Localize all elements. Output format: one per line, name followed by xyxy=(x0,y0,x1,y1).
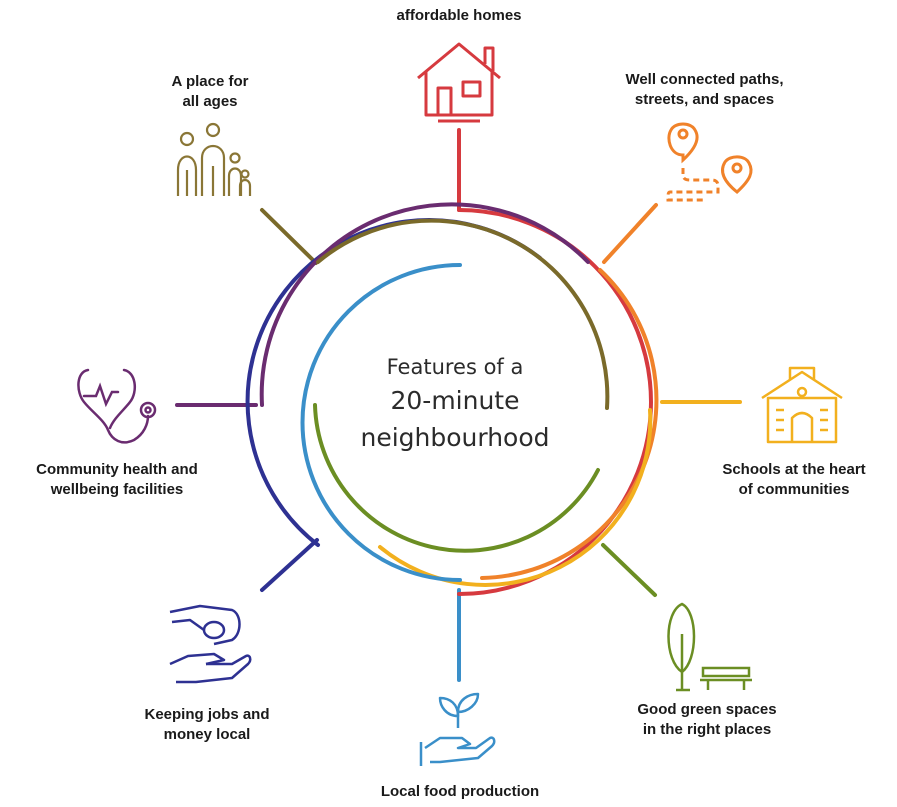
label-community-health: Community health and wellbeing facilitie… xyxy=(2,460,232,500)
label-affordable-homes-line1: affordable homes xyxy=(396,7,522,24)
house-icon xyxy=(417,42,501,123)
label-connected-paths-line2: streets, and spaces xyxy=(634,91,775,108)
family-icon xyxy=(176,122,252,196)
hands-money-icon xyxy=(169,604,252,684)
map-pin-route-icon xyxy=(666,122,753,202)
arc-olive xyxy=(316,218,610,410)
connector-lines xyxy=(175,128,742,682)
center-title-line3: neighbourhood xyxy=(360,423,550,452)
label-jobs-money-line1: Keeping jobs and xyxy=(144,706,270,723)
label-jobs-money-line2: money local xyxy=(163,726,251,743)
label-schools-line2: of communities xyxy=(738,481,850,498)
label-green-spaces: Good green spaces in the right places xyxy=(612,700,802,740)
school-building-icon xyxy=(761,366,843,444)
label-green-spaces-line1: Good green spaces xyxy=(637,701,777,718)
tree-bench-icon xyxy=(667,602,752,692)
label-connected-paths: Well connected paths, streets, and space… xyxy=(597,70,812,110)
center-title-line1: Features of a xyxy=(386,355,524,379)
label-all-ages-line1: A place for xyxy=(171,73,249,90)
label-schools: Schools at the heart of communities xyxy=(704,460,884,500)
connector-jobs xyxy=(260,538,319,592)
label-community-health-line2: wellbeing facilities xyxy=(50,481,184,498)
label-local-food: Local food production xyxy=(340,782,580,802)
center-title: Features of a 20-minute neighbourhood xyxy=(330,352,580,456)
stethoscope-icon xyxy=(77,368,157,444)
label-schools-line1: Schools at the heart xyxy=(722,461,866,478)
label-green-spaces-line2: in the right places xyxy=(642,721,772,738)
arc-blue xyxy=(300,263,462,582)
label-local-food-line1: Local food production xyxy=(380,783,540,800)
center-title-line2: 20-minute xyxy=(390,386,520,415)
label-affordable-homes: affordable homes xyxy=(359,6,559,26)
label-connected-paths-line1: Well connected paths, xyxy=(625,71,784,88)
label-community-health-line1: Community health and xyxy=(36,461,198,478)
arc-purple xyxy=(259,202,590,407)
arc-green xyxy=(313,403,600,553)
connector-paths xyxy=(602,203,658,264)
connector-ages xyxy=(260,208,318,265)
label-all-ages-line2: all ages xyxy=(182,93,238,110)
label-jobs-money: Keeping jobs and money local xyxy=(112,705,302,745)
label-all-ages: A place for all ages xyxy=(135,72,285,112)
connector-green xyxy=(601,543,657,597)
arc-rings xyxy=(245,202,659,596)
seedling-hand-icon xyxy=(419,692,496,766)
